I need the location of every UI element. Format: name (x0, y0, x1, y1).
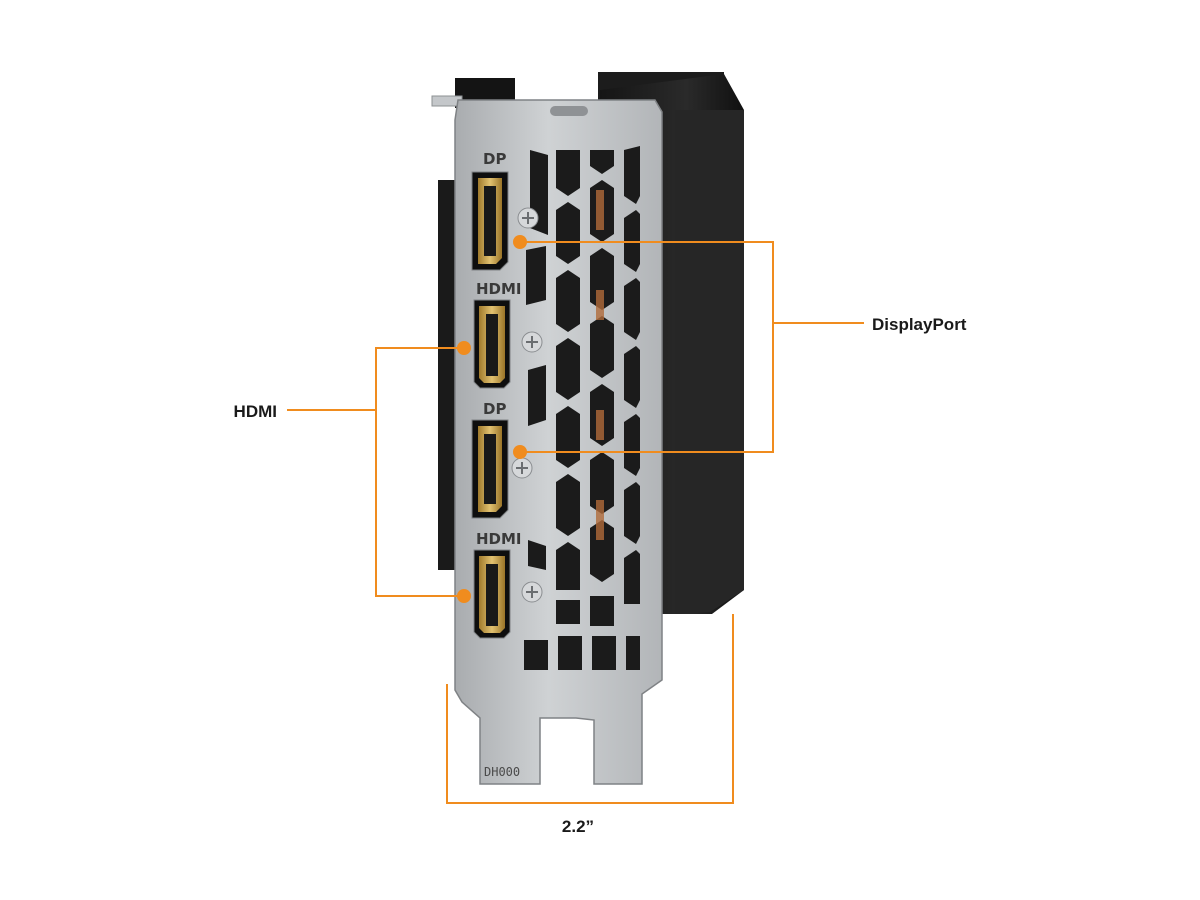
screw-icon (517, 207, 539, 229)
bracket-etched-code: DH000 (484, 765, 520, 779)
displayport-callout (520, 241, 864, 453)
heatpipes (596, 190, 604, 540)
displayport-marker-1 (513, 235, 527, 249)
port-label-hdmi-1: HDMI (476, 280, 522, 298)
hdmi-label: HDMI (234, 402, 277, 421)
port-dp-1 (471, 171, 509, 271)
port-hdmi-1 (473, 299, 511, 389)
port-hdmi-2 (473, 549, 511, 639)
port-label-hdmi-2: HDMI (476, 530, 522, 548)
screw-icon (511, 457, 533, 479)
port-label-dp-2: DP (483, 400, 506, 418)
port-label-dp-1: DP (483, 150, 506, 168)
screw-icon (521, 331, 543, 353)
width-dimension-line (446, 614, 734, 804)
hdmi-marker-1 (457, 341, 471, 355)
hdmi-callout (287, 347, 464, 597)
port-dp-2 (471, 419, 509, 519)
width-label: 2.2” (562, 817, 594, 836)
screw-icon (521, 581, 543, 603)
displayport-label: DisplayPort (872, 315, 967, 334)
displayport-marker-2 (513, 445, 527, 459)
hdmi-marker-2 (457, 589, 471, 603)
